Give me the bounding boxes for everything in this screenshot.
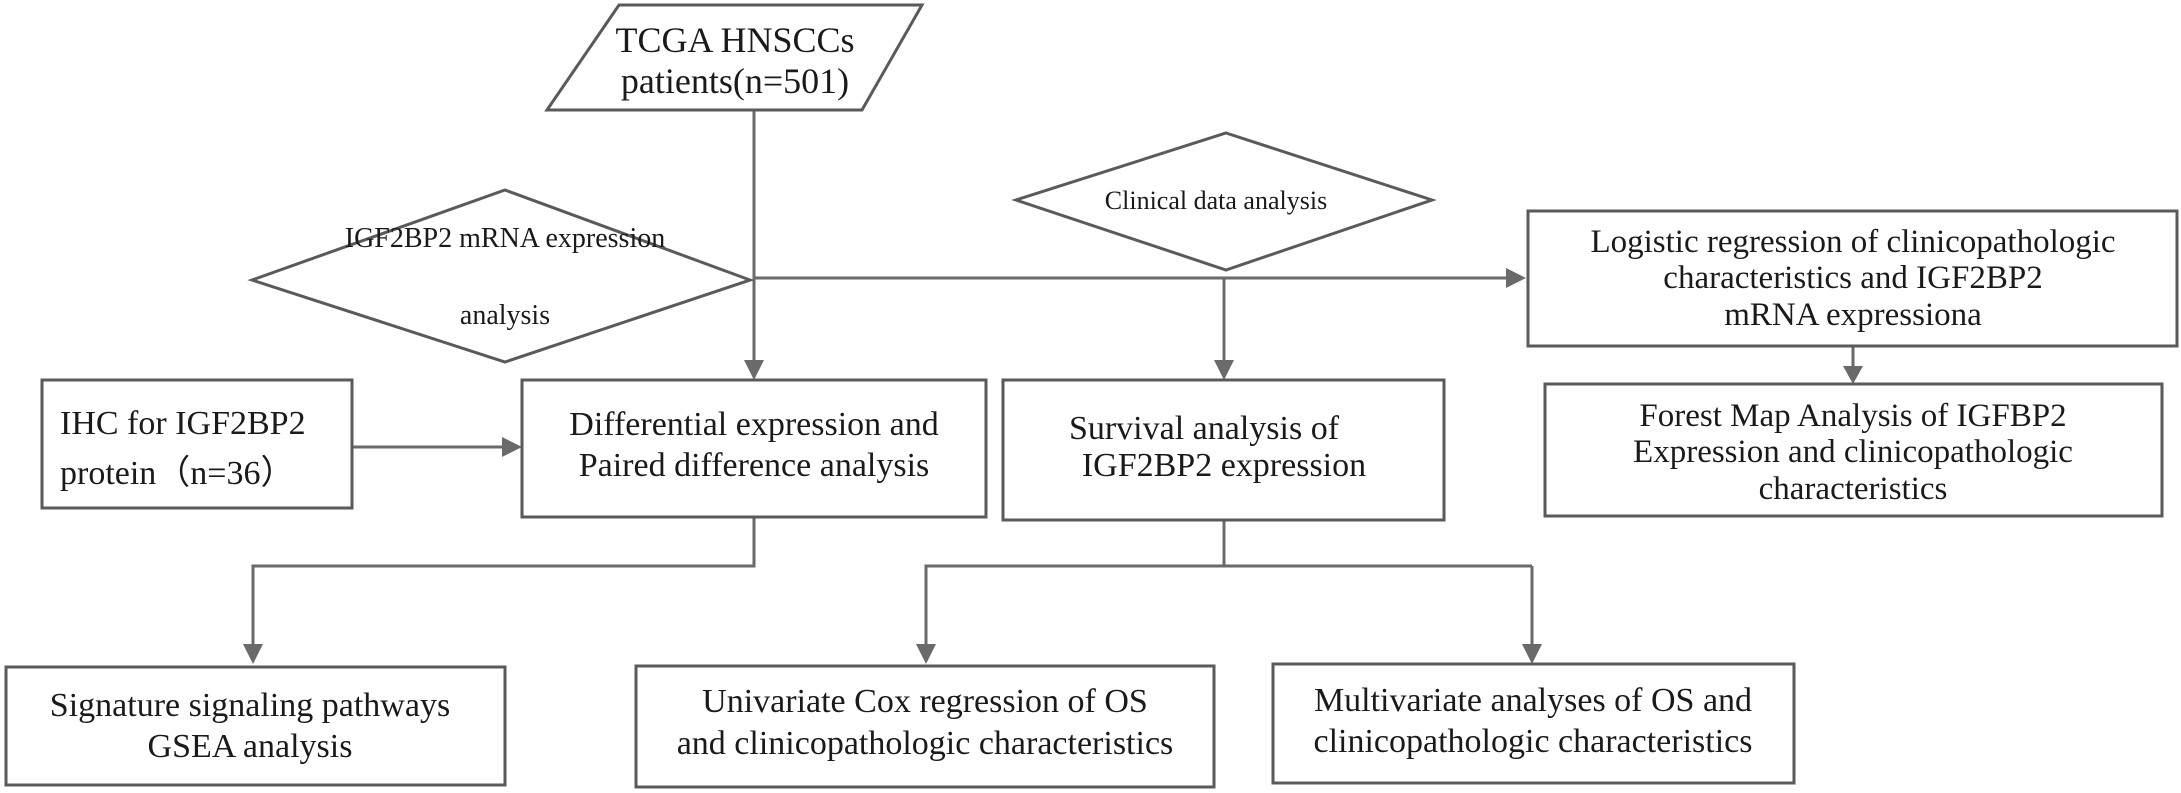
- arrowhead-forest: [1843, 366, 1863, 384]
- node-logistic-regression: Logistic regression of clinicopathologic…: [1526, 209, 2179, 348]
- node-differential-expression: Differential expression and Paired diffe…: [520, 378, 988, 519]
- univariate-line2: and clinicopathologic characteristics: [677, 725, 1174, 762]
- logistic-box: [1526, 209, 2179, 348]
- survival-line1: Survival analysis of: [1069, 410, 1340, 447]
- node-ihc: IHC for IGF2BP2 protein（n=36）: [40, 378, 354, 510]
- gsea-line2: GSEA analysis: [148, 728, 353, 765]
- arrowhead-survival: [1214, 360, 1234, 380]
- multivariate-line2: clinicopathologic characteristics: [1314, 723, 1753, 760]
- tcga-line1: TCGA HNSCCs: [615, 20, 854, 60]
- differential-box: [520, 378, 988, 519]
- ihc-line2: protein（n=36）: [60, 454, 294, 492]
- node-forest-map: Forest Map Analysis of IGFBP2 Expression…: [1543, 382, 2164, 518]
- univariate-box: [634, 664, 1216, 789]
- tcga-line2: patients(n=501): [621, 61, 849, 101]
- survival-box: [1001, 378, 1446, 522]
- connector-differential-to-gsea: [251, 517, 756, 648]
- arrowhead-multivariate: [1522, 644, 1542, 664]
- differential-line2: Paired difference analysis: [579, 447, 930, 484]
- arrowhead-ihc: [502, 437, 522, 457]
- survival-line2: IGF2BP2 expression: [1082, 447, 1366, 484]
- arrowhead-differential: [744, 360, 764, 380]
- node-mrna-expression: IGF2BP2 mRNA expression analysis: [247, 188, 755, 364]
- multivariate-line1: Multivariate analyses of OS and: [1314, 682, 1752, 719]
- connector-to-univariate: [924, 564, 1532, 648]
- clinical-label: Clinical data analysis: [1105, 186, 1327, 215]
- tcga-parallelogram: [544, 3, 925, 112]
- arrowhead-logistic: [1506, 268, 1526, 288]
- logistic-line1: Logistic regression of clinicopathologic: [1590, 224, 2115, 260]
- differential-line1: Differential expression and: [569, 406, 938, 443]
- mrna-line2: analysis: [460, 300, 550, 331]
- connectors: [243, 110, 1863, 664]
- node-gsea: Signature signaling pathways GSEA analys…: [4, 665, 507, 787]
- forest-line2: Expression and clinicopathologic: [1633, 434, 2073, 470]
- forest-box: [1543, 382, 2164, 518]
- node-tcga-patients: TCGA HNSCCs patients(n=501): [544, 3, 925, 112]
- mrna-diamond: [247, 188, 755, 364]
- arrowhead-gsea: [243, 644, 263, 664]
- univariate-line1: Univariate Cox regression of OS: [702, 683, 1148, 720]
- multivariate-box: [1271, 662, 1796, 785]
- mrna-line1: IGF2BP2 mRNA expression: [345, 223, 665, 254]
- ihc-box: [40, 378, 354, 510]
- node-multivariate: Multivariate analyses of OS and clinicop…: [1271, 662, 1796, 785]
- clinical-diamond: [1011, 131, 1437, 272]
- gsea-box: [4, 665, 507, 787]
- node-clinical-data: Clinical data analysis: [1011, 131, 1437, 272]
- ihc-line1: IHC for IGF2BP2: [60, 405, 306, 442]
- node-univariate-cox: Univariate Cox regression of OS and clin…: [634, 664, 1216, 789]
- node-survival-analysis: Survival analysis of IGF2BP2 expression: [1001, 378, 1446, 522]
- gsea-line1: Signature signaling pathways: [50, 687, 450, 724]
- logistic-line3: mRNA expressiona: [1724, 297, 1982, 333]
- forest-line1: Forest Map Analysis of IGFBP2: [1639, 398, 2066, 434]
- arrowhead-univariate: [916, 644, 936, 664]
- forest-line3: characteristics: [1759, 471, 1948, 507]
- logistic-line2: characteristics and IGF2BP2: [1663, 260, 2042, 296]
